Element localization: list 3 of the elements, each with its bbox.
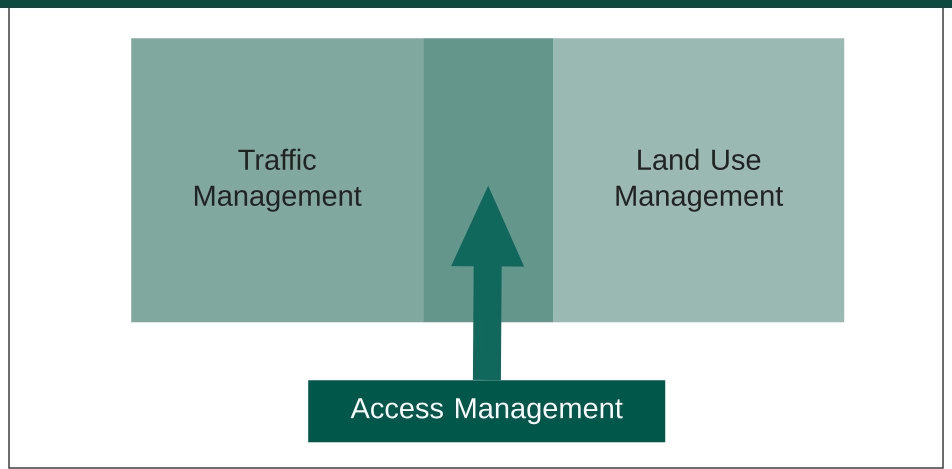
management-box: Traffic Management xyxy=(131,38,424,322)
label-box: Access Management xyxy=(308,380,666,442)
management-box: Land Use Management xyxy=(553,38,844,322)
